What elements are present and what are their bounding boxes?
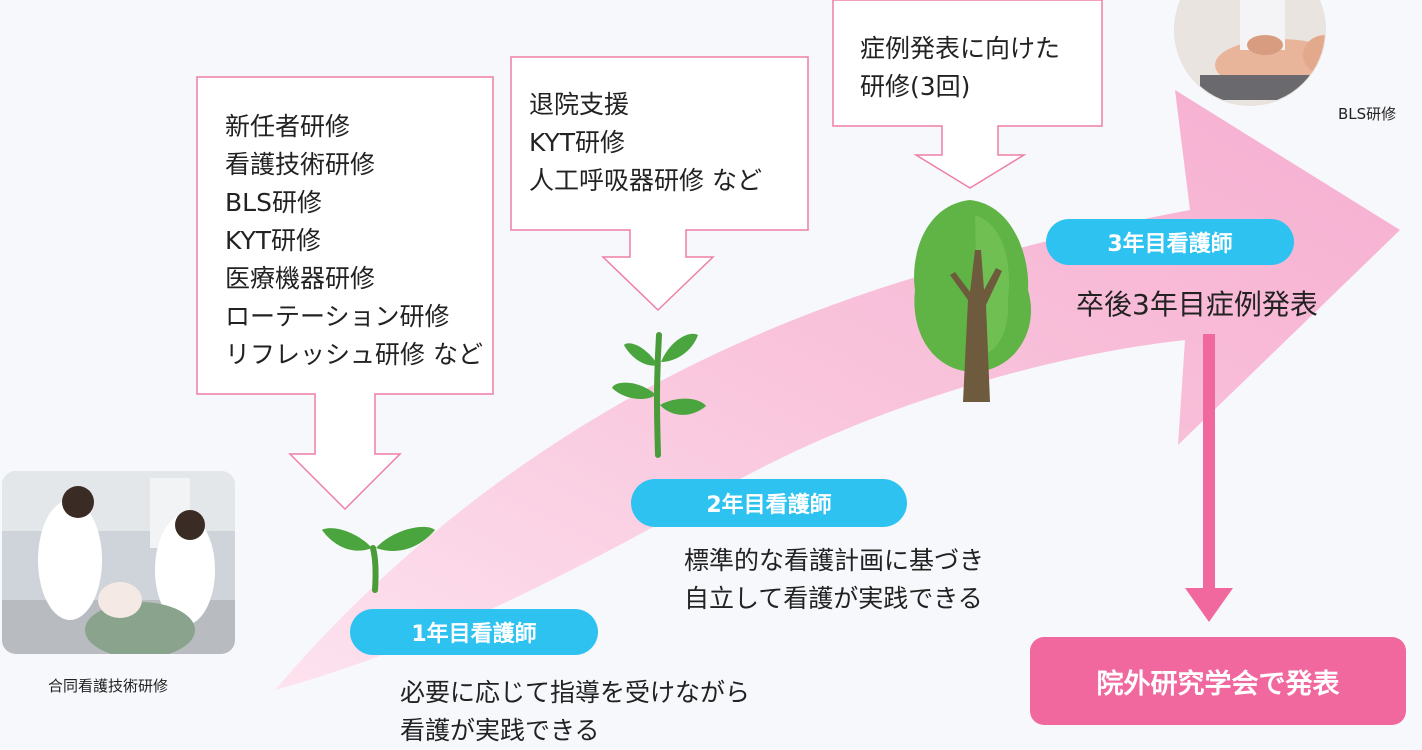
result-box: 院外研究学会で発表 xyxy=(1030,637,1406,725)
bls-caption: BLS研修 xyxy=(1338,105,1397,123)
bls-training-photo xyxy=(1174,0,1326,106)
sprout-icon xyxy=(322,526,435,593)
callout-year3-shape xyxy=(832,0,1103,189)
year3-training-list: 症例発表に向けた 研修(3回) xyxy=(860,34,1061,101)
stage-year1-badge: 1年目看護師 xyxy=(350,609,598,655)
result-label: 院外研究学会で発表 xyxy=(1096,668,1340,700)
year1-training-list: 新任者研修 看護技術研修 BLS研修 KYT研修 医療機器研修 ローテーション研… xyxy=(225,112,483,369)
seedling-icon xyxy=(612,332,706,458)
tree-icon xyxy=(914,200,1032,402)
stage-year3-description: 卒後3年目症例発表 xyxy=(1076,288,1318,321)
stage-year2-description: 標準的な看護計画に基づき 自立して看護が実践できる xyxy=(684,546,985,613)
stage-year1-description: 必要に応じて指導を受けながら 看護が実践できる xyxy=(400,678,751,745)
group-training-caption: 合同看護技術研修 xyxy=(48,677,169,695)
callout-year2-shape xyxy=(510,56,809,312)
stage-year3-badge: 3年目看護師 xyxy=(1046,219,1294,265)
group-training-photo xyxy=(2,471,235,654)
year2-training-list: 退院支援 KYT研修 人工呼吸器研修 など xyxy=(529,90,762,195)
stage-year2-badge: 2年目看護師 xyxy=(631,479,907,527)
callout-year1-shape xyxy=(196,76,494,511)
